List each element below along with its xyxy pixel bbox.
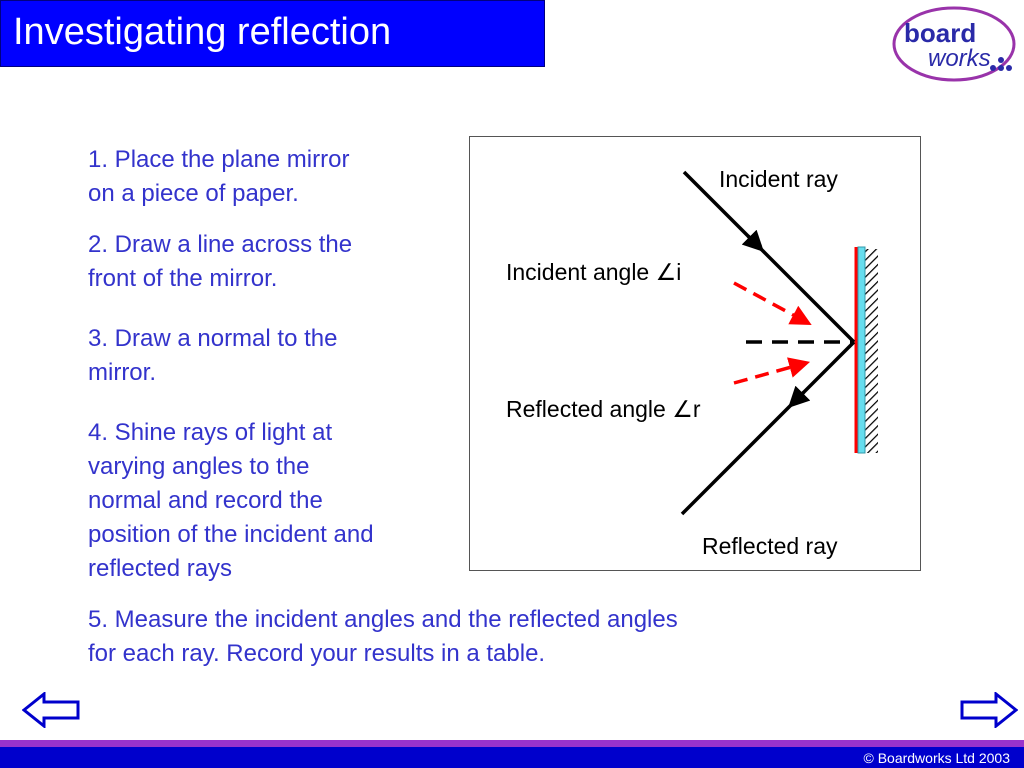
step-5-line-2: for each ray. Record your results in a t… — [88, 640, 546, 667]
mirror-glass — [857, 246, 866, 454]
step-1-line-1: 1. Place the plane mirror — [88, 146, 350, 173]
footer-divider — [0, 740, 1024, 747]
step-4: 4. Shine rays of light at varying angles… — [88, 416, 374, 586]
title-bar: Investigating reflection — [0, 0, 545, 67]
step-1-line-2: on a piece of paper. — [88, 180, 299, 207]
footer-bar: © Boardworks Ltd 2003 — [0, 747, 1024, 768]
reflection-diagram-svg — [680, 170, 878, 516]
left-arrow-icon[interactable] — [22, 692, 82, 728]
incident-angle-symbol: i — [676, 259, 682, 285]
angle-symbol-icon: ∠ — [655, 259, 677, 285]
step-2-line-1: 2. Draw a line across the — [88, 231, 353, 258]
step-4-line-2: varying angles to the — [88, 453, 310, 480]
copyright-text: © Boardworks Ltd 2003 — [863, 750, 1010, 766]
logo-works-text: works — [928, 45, 991, 72]
step-2: 2. Draw a line across the front of the m… — [88, 228, 352, 296]
incident-angle-text: Incident angle — [506, 259, 656, 285]
incident-ray-line — [682, 170, 856, 344]
step-1: 1. Place the plane mirror on a piece of … — [88, 143, 349, 211]
step-5: 5. Measure the incident angles and the r… — [88, 603, 678, 671]
reflected-angle-text: Reflected angle — [506, 396, 673, 422]
step-4-line-5: reflected rays — [88, 555, 233, 582]
reflected-ray-line — [680, 340, 856, 516]
step-2-line-2: front of the mirror. — [88, 265, 278, 292]
reflected-angle-symbol: r — [692, 396, 701, 422]
reflected-angle-label: Reflected angle ∠r — [506, 395, 701, 423]
reflection-diagram: Incident ray Incident angle ∠i Reflected… — [469, 136, 921, 571]
page-title: Investigating reflection — [13, 11, 392, 53]
mirror-backing — [864, 249, 878, 453]
incident-angle-label: Incident angle ∠i — [506, 258, 681, 286]
incident-angle-pointer — [733, 281, 812, 325]
step-5-line-1: 5. Measure the incident angles and the r… — [88, 606, 678, 633]
reflected-ray-arrowhead — [788, 385, 811, 408]
step-4-line-1: 4. Shine rays of light at — [88, 419, 333, 446]
step-3-line-2: mirror. — [88, 359, 156, 386]
reflected-angle-pointer — [733, 357, 811, 385]
step-4-line-3: normal and record the — [88, 487, 323, 514]
step-3: 3. Draw a normal to the mirror. — [88, 322, 337, 390]
reflected-ray-label: Reflected ray — [702, 533, 838, 559]
step-4-line-4: position of the incident and — [88, 521, 374, 548]
incident-ray-arrowhead — [741, 229, 764, 252]
step-3-line-1: 3. Draw a normal to the — [88, 325, 338, 352]
boardworks-logo: board works — [892, 6, 1016, 82]
angle-symbol-icon: ∠ — [672, 396, 693, 422]
right-arrow-icon[interactable] — [958, 692, 1018, 728]
incident-ray-label: Incident ray — [719, 166, 838, 192]
logo-board-text: board — [904, 18, 976, 48]
